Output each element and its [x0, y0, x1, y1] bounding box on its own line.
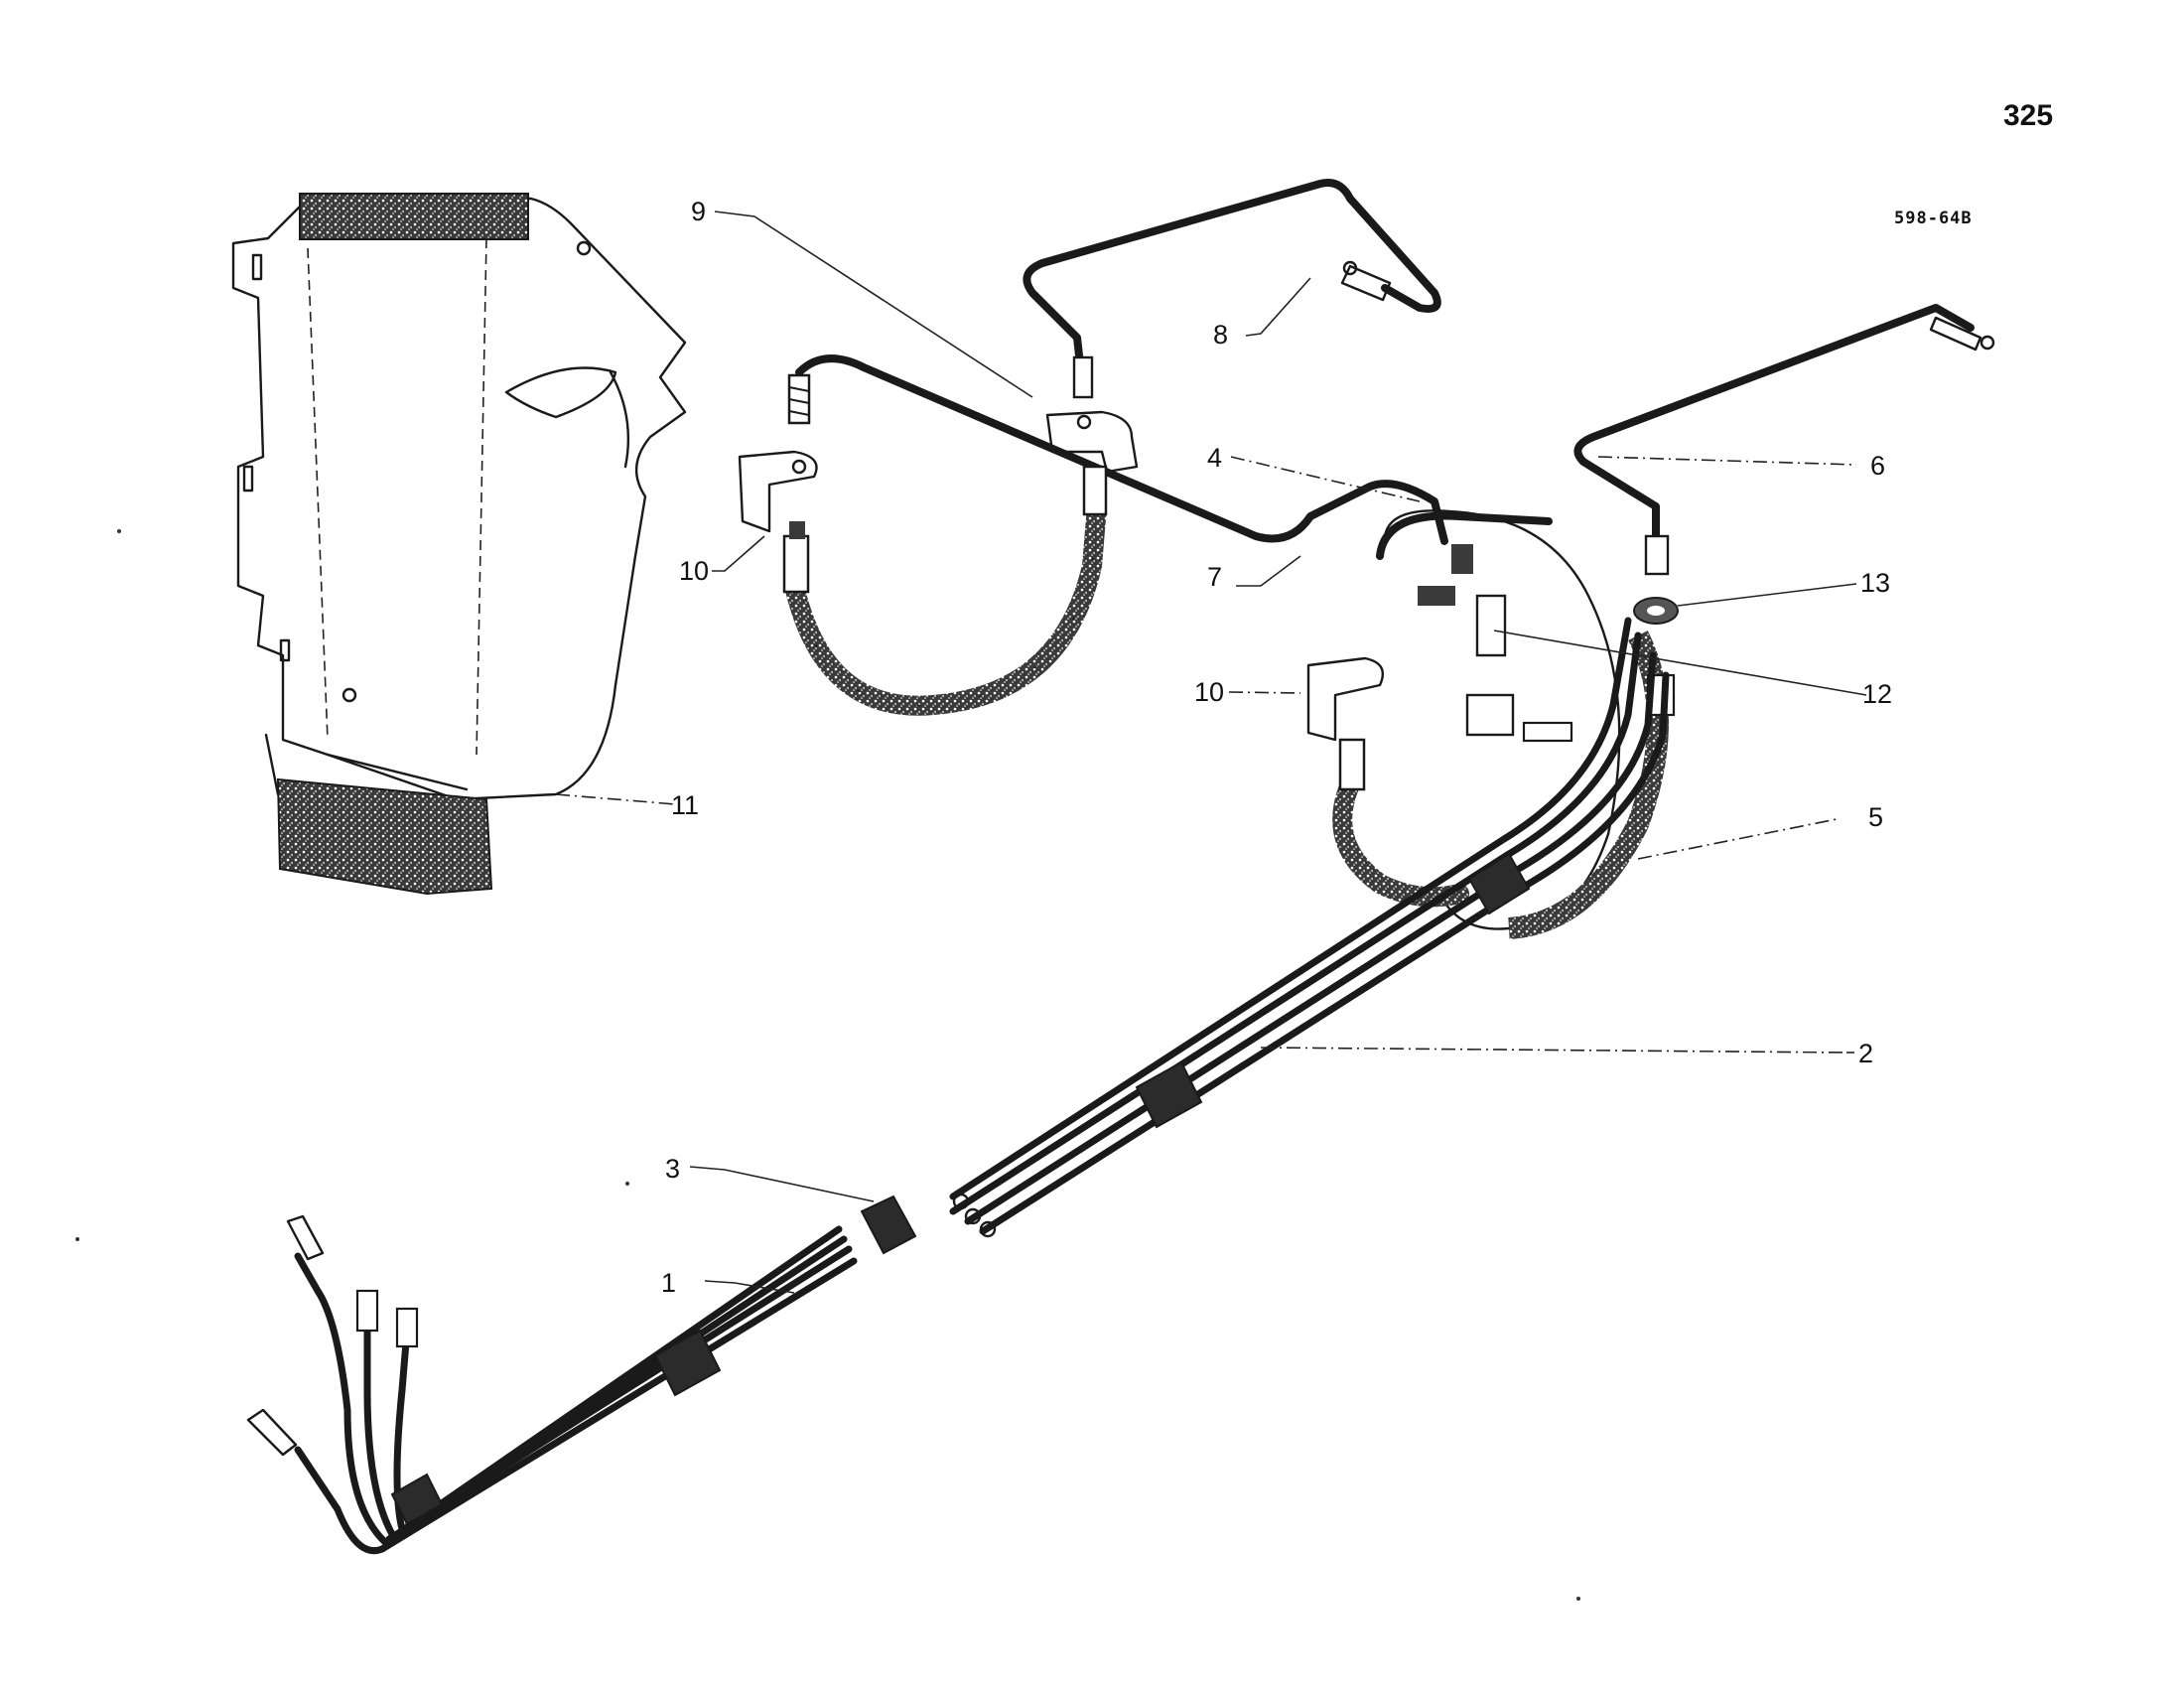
callout-4: 4: [1207, 443, 1222, 473]
callout-10-right: 10: [1194, 677, 1224, 707]
pipe-bundle-lower: [246, 1214, 858, 1554]
scan-specks: [75, 529, 1580, 1601]
callout-9: 9: [691, 197, 706, 226]
coupler-sleeve: [860, 1195, 917, 1255]
pipe-bundle-main: [949, 617, 1670, 1238]
callout-11: 11: [671, 790, 699, 820]
brake-pipe-upper: [1023, 179, 1441, 399]
brake-pipe-right: [1573, 304, 1995, 576]
drawing-code: 598-64B: [1894, 209, 1973, 228]
callout-6: 6: [1870, 451, 1885, 481]
bracket-center: [1045, 410, 1139, 474]
callout-5: 5: [1868, 802, 1883, 832]
page-number: 325: [2003, 99, 2054, 132]
callout-8: 8: [1213, 320, 1228, 350]
leader-lines: [555, 211, 1867, 1294]
callout-13: 13: [1860, 568, 1890, 598]
callout-12: 12: [1862, 679, 1892, 709]
callout-1: 1: [661, 1268, 676, 1298]
heat-shield-cover: [231, 193, 687, 896]
callout-labels: 1 2 3 4 5 6 7 8 9 10 10 11 12 13: [661, 197, 1892, 1298]
bracket-left: [738, 450, 818, 533]
brake-pipe-and-hose-left: [782, 354, 1448, 716]
callout-3: 3: [665, 1154, 680, 1184]
central-distributor-assembly: [1306, 509, 1676, 939]
callout-2: 2: [1858, 1039, 1873, 1068]
callout-10-left: 10: [679, 556, 709, 586]
callout-7: 7: [1207, 562, 1222, 592]
nut: [1633, 597, 1679, 625]
